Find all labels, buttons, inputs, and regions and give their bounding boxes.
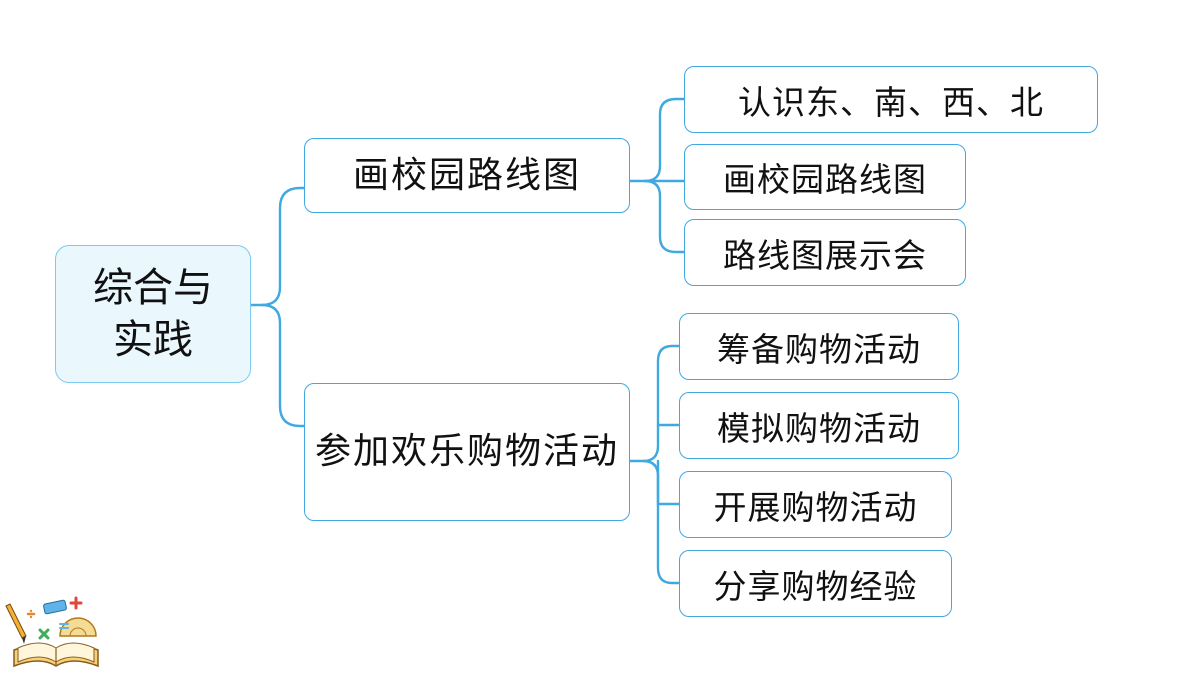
branch-node-1: 画校园路线图 <box>304 138 630 213</box>
leaf-node: 模拟购物活动 <box>679 392 959 459</box>
branch-label: 参加欢乐购物活动 <box>315 431 620 472</box>
leaf-node: 筹备购物活动 <box>679 313 959 380</box>
leaf-label: 开展购物活动 <box>713 487 918 527</box>
leaf-label: 分享购物经验 <box>713 566 918 606</box>
leaf-node: 画校园路线图 <box>684 144 966 210</box>
leaf-label: 筹备购物活动 <box>717 329 921 369</box>
root-label: 综合与实践 <box>93 265 213 363</box>
connector-branch-2-b <box>656 423 681 442</box>
leaf-label: 路线图展示会 <box>723 235 927 275</box>
connector-root-lower <box>260 303 306 428</box>
connector-branch-1-low <box>643 179 686 254</box>
root-node: 综合与实践 <box>55 245 251 383</box>
connector-branch-1 <box>628 97 686 183</box>
branch-label: 画校园路线图 <box>352 154 581 196</box>
leaf-label: 模拟购物活动 <box>717 408 921 448</box>
branch-node-2: 参加欢乐购物活动 <box>304 383 630 521</box>
leaf-label: 认识东、南、西、北 <box>738 82 1044 122</box>
math-book-icon <box>5 596 99 668</box>
connector-branch-2-c <box>656 459 681 506</box>
connector-branch-2-d <box>641 459 681 585</box>
leaf-node: 路线图展示会 <box>684 219 966 286</box>
leaf-node: 认识东、南、西、北 <box>684 66 1098 133</box>
leaf-node: 分享购物经验 <box>679 550 952 617</box>
leaf-node: 开展购物活动 <box>679 471 952 538</box>
connector-root <box>249 186 306 307</box>
connector-branch-2 <box>628 344 681 463</box>
leaf-label: 画校园路线图 <box>723 160 927 199</box>
